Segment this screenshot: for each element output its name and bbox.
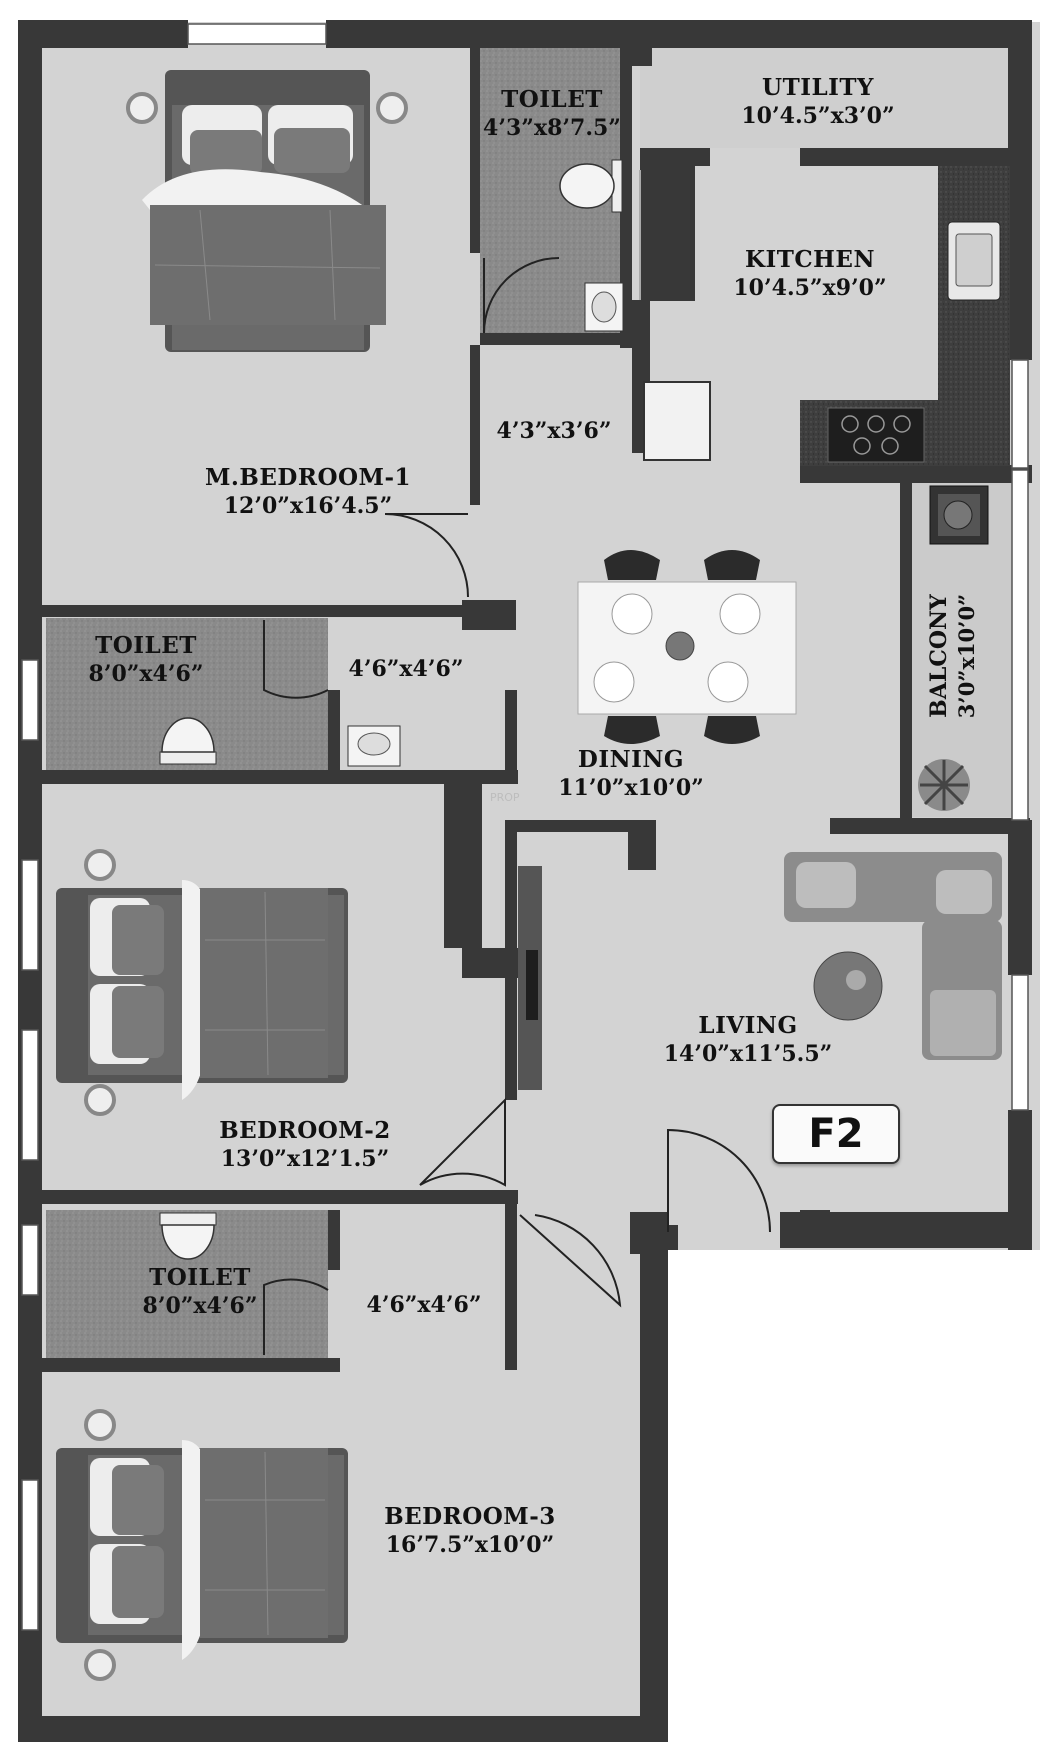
dining-table-icon — [577, 550, 797, 744]
room-size: 4’6”x4’6” — [366, 1292, 482, 1318]
room-name: UTILITY — [762, 74, 874, 101]
watermark: PROP — [490, 791, 520, 804]
window-bed2-left-2 — [21, 1029, 39, 1161]
label-toilet-2: TOILET 8’0”x4’6” — [143, 1264, 258, 1320]
room-size: 4’3”x8’7.5” — [483, 114, 621, 141]
room-size: 4’6”x4’6” — [348, 656, 464, 682]
door-toilet-2 — [263, 1278, 329, 1355]
toilet-fixtures — [159, 159, 624, 1260]
basin-master-icon — [584, 282, 624, 332]
lamp-icon — [84, 1649, 116, 1681]
stove-icon — [827, 407, 925, 463]
lamp-icon — [84, 1409, 116, 1441]
room-size: 10’4.5”x3’0” — [741, 102, 895, 129]
window-balcony-right — [1011, 469, 1029, 821]
label-master-toilet: TOILET 4’3”x8’7.5” — [483, 86, 621, 142]
window-bed3-left — [21, 1479, 39, 1631]
room-name: DINING — [577, 746, 685, 773]
room-size: 16’7.5”x10’0” — [385, 1531, 555, 1558]
room-name: BEDROOM-3 — [384, 1503, 556, 1530]
window-toilet2-left — [21, 1224, 39, 1296]
label-kitchen: KITCHEN 10’4.5”x9’0” — [733, 246, 886, 302]
room-name: M.BEDROOM-1 — [204, 464, 412, 491]
window-kitchen-right — [1011, 359, 1029, 469]
utility-floor — [640, 48, 1010, 148]
label-dining: DINING 11’0”x10’0” — [558, 746, 704, 802]
label-toilet-1: TOILET 8’0”x4’6” — [89, 632, 204, 688]
wc-master-icon — [559, 159, 623, 213]
wc-toilet-2-icon — [159, 1212, 217, 1260]
windows — [21, 23, 1029, 1631]
basin-toilet-1-icon — [347, 725, 401, 767]
room-name: TOILET — [149, 1264, 251, 1291]
bed-2-icon — [56, 849, 348, 1116]
label-dress-2: 4’6”x4’6” — [367, 1292, 482, 1320]
label-balcony: BALCONY 3’0”x10’0” — [926, 581, 988, 731]
room-size: 8’0”x4’6” — [88, 660, 204, 687]
label-utility: UTILITY 10’4.5”x3’0” — [741, 74, 894, 130]
lamp-icon — [126, 92, 158, 124]
lamp-icon — [84, 1084, 116, 1116]
tv-icon — [526, 950, 538, 1020]
room-size: 8’0”x4’6” — [142, 1292, 258, 1319]
bed-3-icon — [56, 1409, 348, 1681]
room-size: 11’0”x10’0” — [558, 774, 704, 801]
label-living: LIVING 14’0”x11’5.5” — [664, 1012, 833, 1068]
room-size: 14’0”x11’5.5” — [663, 1040, 833, 1067]
flat-label-badge: F2 — [772, 1104, 900, 1164]
label-bedroom-2: BEDROOM-2 13’0”x12’1.5” — [219, 1117, 391, 1173]
room-name: TOILET — [501, 86, 603, 113]
window-master-top — [187, 23, 327, 45]
window-living-right — [1011, 974, 1029, 1111]
lamp-icon — [84, 849, 116, 881]
empty-cutout — [662, 1252, 1062, 1752]
doors — [263, 170, 771, 1355]
room-size: 10’4.5”x9’0” — [733, 274, 887, 301]
wc-toilet-1-icon — [159, 717, 217, 765]
room-size: 3’0”x10’0” — [953, 593, 979, 719]
door-master-toilet — [483, 257, 560, 334]
fridge-icon — [643, 381, 711, 461]
label-bedroom-3: BEDROOM-3 16’7.5”x10’0” — [384, 1503, 556, 1559]
room-name: BEDROOM-2 — [219, 1117, 391, 1144]
label-dress-1: 4’6”x4’6” — [349, 656, 464, 684]
lamp-icon — [376, 92, 408, 124]
label-master-bedroom: M.BEDROOM-1 12’0”x16’4.5” — [205, 464, 411, 520]
bed-master-icon — [126, 70, 408, 352]
door-toilet-1 — [263, 620, 329, 699]
door-bedroom-2 — [419, 1097, 506, 1187]
plant-icon — [918, 759, 970, 811]
kitchen-counters — [643, 166, 1010, 545]
room-size: 4’3”x3’6” — [496, 418, 612, 444]
room-name: KITCHEN — [745, 246, 875, 273]
door-bedroom-3 — [519, 1214, 622, 1308]
room-name: TOILET — [95, 632, 197, 659]
window-toilet1-left — [21, 659, 39, 741]
room-name: BALCONY — [926, 594, 952, 718]
door-master — [384, 513, 469, 598]
room-size: 12’0”x16’4.5” — [223, 492, 393, 519]
door-main — [667, 1128, 771, 1233]
window-bed2-left — [21, 859, 39, 971]
label-passage: 4’3”x3’6” — [497, 418, 612, 446]
room-size: 13’0”x12’1.5” — [220, 1145, 390, 1172]
room-name: LIVING — [698, 1012, 798, 1039]
sofa-icon — [784, 852, 1002, 1060]
